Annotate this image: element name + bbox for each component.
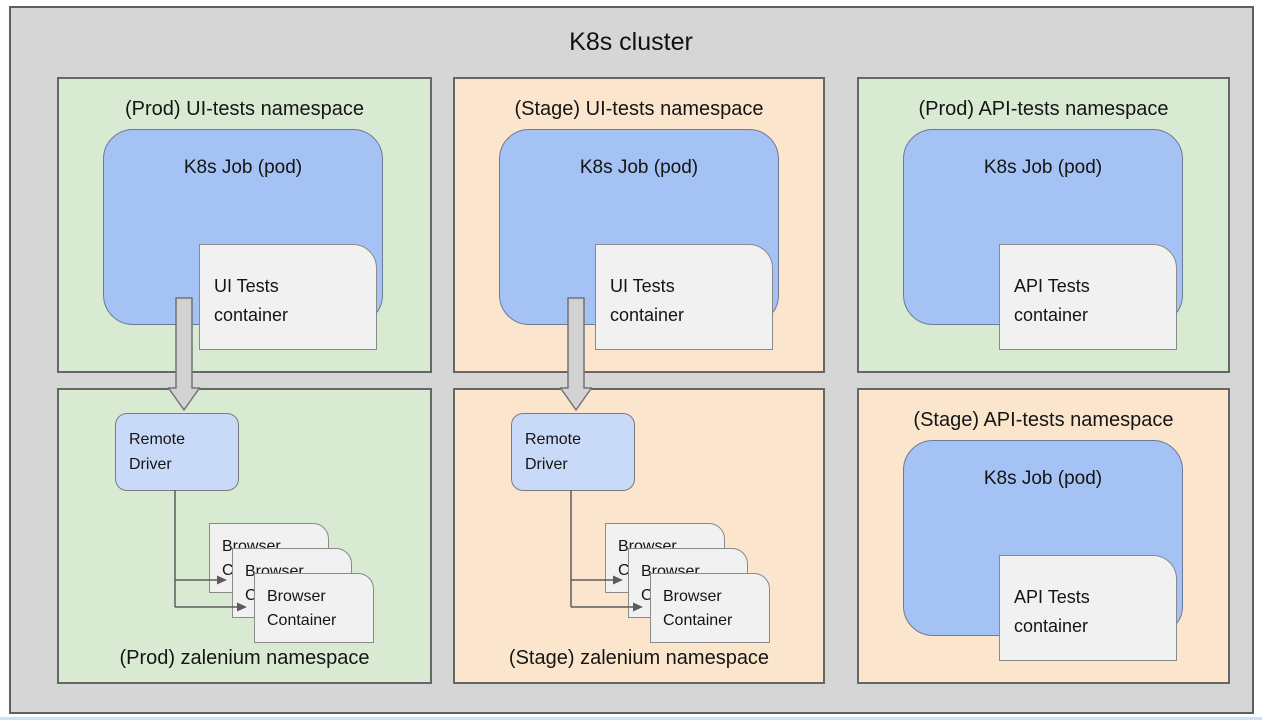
- namespace-panel-prod-zalenium: Remote Driver Browser Container Browser …: [57, 388, 432, 684]
- ui-tests-container-box: UI Tests container: [199, 244, 377, 350]
- bottom-edge-strip: [0, 717, 1262, 720]
- namespace-label: (Prod) API-tests namespace: [918, 98, 1169, 120]
- api-tests-container-box: API Tests container: [999, 244, 1177, 350]
- ui-tests-container-box: UI Tests container: [595, 244, 773, 350]
- k8s-job-pod-box: K8s Job (pod) API Tests container: [903, 440, 1183, 661]
- namespace-label: (Stage) UI-tests namespace: [514, 98, 764, 120]
- remote-driver-box: Remote Driver: [115, 413, 239, 491]
- namespace-panel-prod-api-tests: (Prod) API-tests namespace K8s Job (pod)…: [857, 77, 1230, 373]
- cluster-title: K8s cluster: [569, 28, 693, 56]
- namespace-panel-prod-ui-tests: (Prod) UI-tests namespace K8s Job (pod) …: [57, 77, 432, 373]
- k8s-job-pod-label: K8s Job (pod): [983, 157, 1103, 178]
- k8s-job-pod-label: K8s Job (pod): [183, 157, 303, 178]
- namespace-label: (Prod) UI-tests namespace: [125, 98, 364, 120]
- namespace-label: (Prod) zalenium namespace: [119, 647, 370, 669]
- namespace-label: (Stage) zalenium namespace: [508, 647, 770, 669]
- k8s-job-pod-label: K8s Job (pod): [983, 468, 1103, 489]
- remote-driver-box: Remote Driver: [511, 413, 635, 491]
- k8s-job-pod-box: K8s Job (pod) API Tests container: [903, 129, 1183, 350]
- browser-container-box: Browser Container: [650, 573, 770, 643]
- namespace-panel-stage-ui-tests: (Stage) UI-tests namespace K8s Job (pod)…: [453, 77, 825, 373]
- k8s-job-pod-box: K8s Job (pod) UI Tests container: [103, 129, 383, 350]
- api-tests-container-box: API Tests container: [999, 555, 1177, 661]
- k8s-job-pod-box: K8s Job (pod) UI Tests container: [499, 129, 779, 350]
- namespace-panel-stage-api-tests: (Stage) API-tests namespace K8s Job (pod…: [857, 388, 1230, 684]
- namespace-panel-stage-zalenium: Remote Driver Browser Container Browser …: [453, 388, 825, 684]
- k8s-job-pod-label: K8s Job (pod): [579, 157, 699, 178]
- namespace-label: (Stage) API-tests namespace: [913, 409, 1174, 431]
- browser-container-box: Browser Container: [254, 573, 374, 643]
